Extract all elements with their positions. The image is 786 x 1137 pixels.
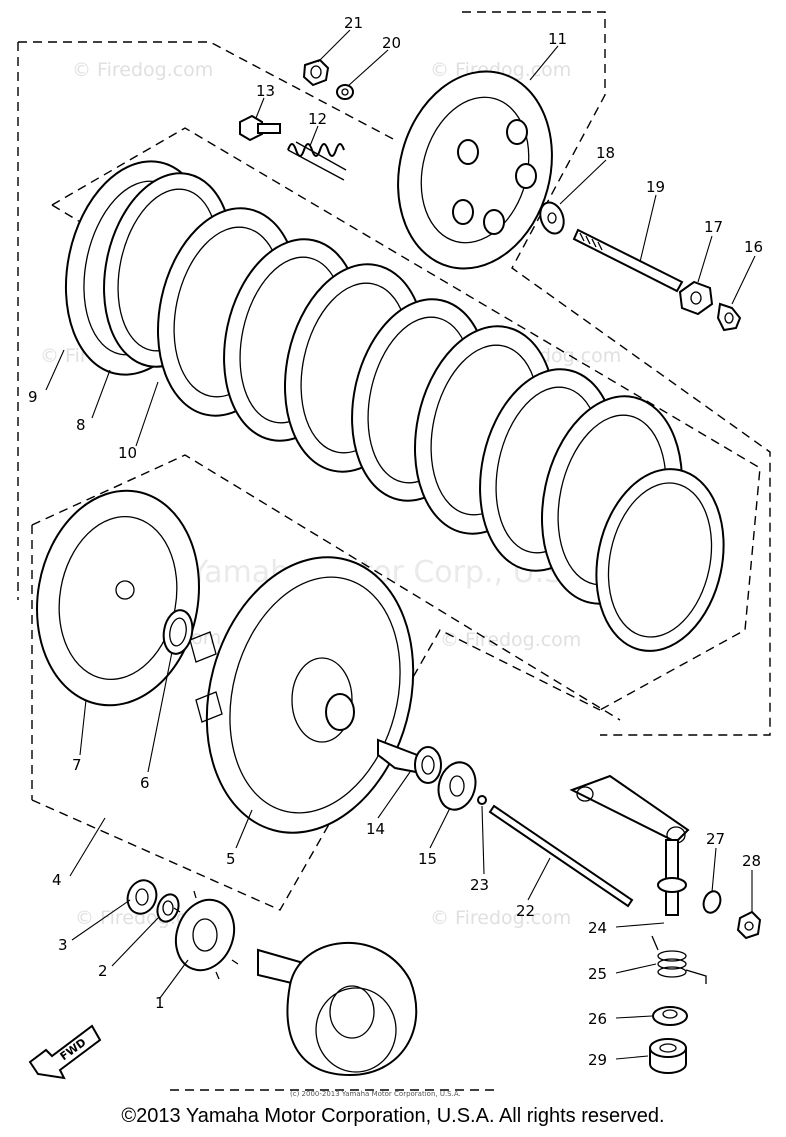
watermark-firedog: © Firedog.com	[430, 907, 571, 929]
boundary-line	[51, 127, 761, 711]
callout-13: 13	[256, 82, 275, 100]
callout-8: 8	[76, 416, 86, 434]
boundary-line	[18, 41, 396, 141]
callout-26: 26	[588, 1010, 607, 1028]
parts-drawing: FWD	[28, 58, 762, 1080]
clutch-housing-5	[189, 556, 415, 834]
leader-lines	[45, 29, 756, 1060]
callout-23: 23	[470, 876, 489, 894]
callout-10: 10	[118, 444, 137, 462]
lock-washer-16	[716, 302, 742, 332]
callout-1: 1	[155, 994, 165, 1012]
callout-9: 9	[28, 388, 38, 406]
plate-7	[36, 489, 200, 707]
callout-19: 19	[646, 178, 665, 196]
crankshaft	[257, 942, 418, 1077]
callout-15: 15	[418, 850, 437, 868]
callout-27: 27	[706, 830, 725, 848]
push-screw-19	[572, 228, 684, 293]
washer-20	[336, 84, 354, 100]
callout-25: 25	[588, 965, 607, 983]
oil-seal-29	[649, 1038, 687, 1074]
callout-4: 4	[52, 871, 62, 889]
bolt-28	[736, 910, 762, 940]
boundary-line	[31, 454, 621, 721]
callout-21: 21	[344, 14, 363, 32]
ball-23	[477, 795, 487, 805]
callouts: 1 2 3 4 5 6 7 8 9 10 11 12 13 14 15 16 1…	[28, 14, 763, 1069]
plate-stack	[64, 160, 725, 652]
callout-20: 20	[382, 34, 401, 52]
pressure-plate-11	[397, 70, 553, 270]
callout-2: 2	[98, 962, 108, 980]
nut-17	[678, 280, 714, 316]
callout-12: 12	[308, 110, 327, 128]
watermark-firedog: © Firedog.com	[440, 629, 581, 651]
callout-11: 11	[548, 30, 567, 48]
callout-7: 7	[72, 756, 82, 774]
callout-22: 22	[516, 902, 535, 920]
primary-gear-1	[173, 890, 239, 980]
callout-24: 24	[588, 919, 607, 937]
callout-16: 16	[744, 238, 763, 256]
watermark-firedog: © Firedog.com	[72, 59, 213, 81]
callout-28: 28	[742, 852, 761, 870]
bushing-14	[377, 738, 442, 784]
boundary-line	[462, 11, 771, 736]
washer-27	[702, 890, 722, 914]
lock-washer-2	[156, 893, 180, 923]
washer-18	[539, 201, 565, 235]
callout-18: 18	[596, 144, 615, 162]
callout-29: 29	[588, 1051, 607, 1069]
callout-17: 17	[704, 218, 723, 236]
washer-6	[162, 609, 194, 655]
callout-14: 14	[366, 820, 385, 838]
washer-26	[652, 1006, 688, 1026]
bolt-13	[239, 114, 281, 142]
nut-3	[126, 879, 158, 915]
push-rod-22	[488, 804, 634, 908]
washer-15	[437, 761, 477, 811]
copyright-notice: ©2013 Yamaha Motor Corporation, U.S.A. A…	[121, 1105, 665, 1127]
spring-12	[287, 141, 347, 181]
fwd-arrow-icon: FWD	[28, 1024, 102, 1080]
spring-25	[651, 935, 707, 984]
release-shaft-24	[569, 774, 690, 916]
callout-3: 3	[58, 936, 68, 954]
boundary-line	[31, 629, 601, 911]
nut-21	[302, 58, 330, 87]
fine-print: (c) 2000-2013 Yamaha Motor Corporation, …	[290, 1090, 461, 1098]
callout-5: 5	[226, 850, 236, 868]
callout-6: 6	[140, 774, 150, 792]
